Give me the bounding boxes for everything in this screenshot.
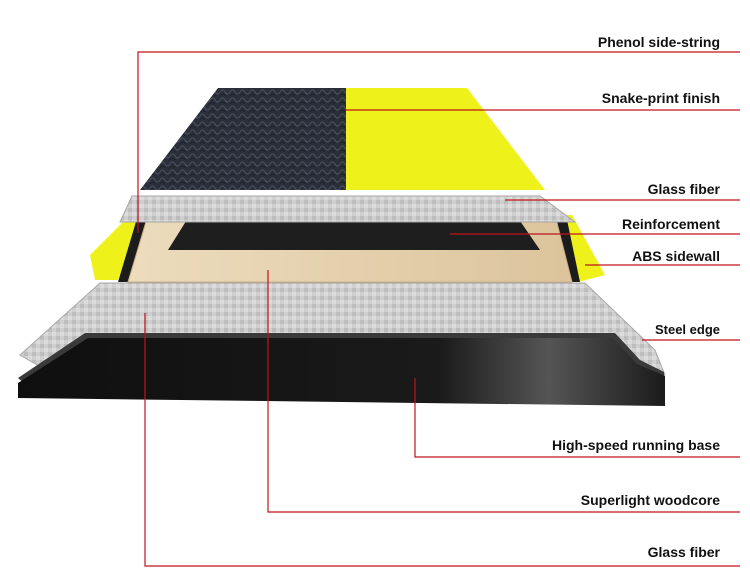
label-glass-fiber-top: Glass fiber: [647, 181, 720, 197]
leader-phenol: [137, 51, 740, 233]
leader-glass-bottom: [144, 313, 740, 567]
glass-fiber-top-layer: [119, 195, 577, 223]
reinforcement-layer: [168, 218, 540, 250]
phenol-sidestring-right: [555, 215, 580, 282]
leader-woodcore: [267, 270, 740, 513]
label-reinforcement: Reinforcement: [621, 216, 720, 232]
running-base-layer: [18, 338, 665, 406]
label-snake-print-finish: Snake-print finish: [601, 90, 720, 106]
snake-print-topsheet-dark: [140, 88, 346, 190]
label-abs-sidewall: ABS sidewall: [632, 248, 720, 264]
label-steel-edge: Steel edge: [654, 322, 720, 337]
label-superlight-woodcore: Superlight woodcore: [580, 492, 720, 508]
abs-sidewall-left: [90, 215, 142, 280]
label-phenol-side-string: Phenol side-string: [597, 34, 720, 50]
label-high-speed-running-base: High-speed running base: [551, 437, 720, 453]
snake-print-topsheet-yellow: [346, 88, 545, 190]
leader-base: [414, 378, 740, 458]
phenol-sidestring-left: [118, 215, 150, 282]
label-glass-fiber-bottom: Glass fiber: [647, 544, 720, 560]
